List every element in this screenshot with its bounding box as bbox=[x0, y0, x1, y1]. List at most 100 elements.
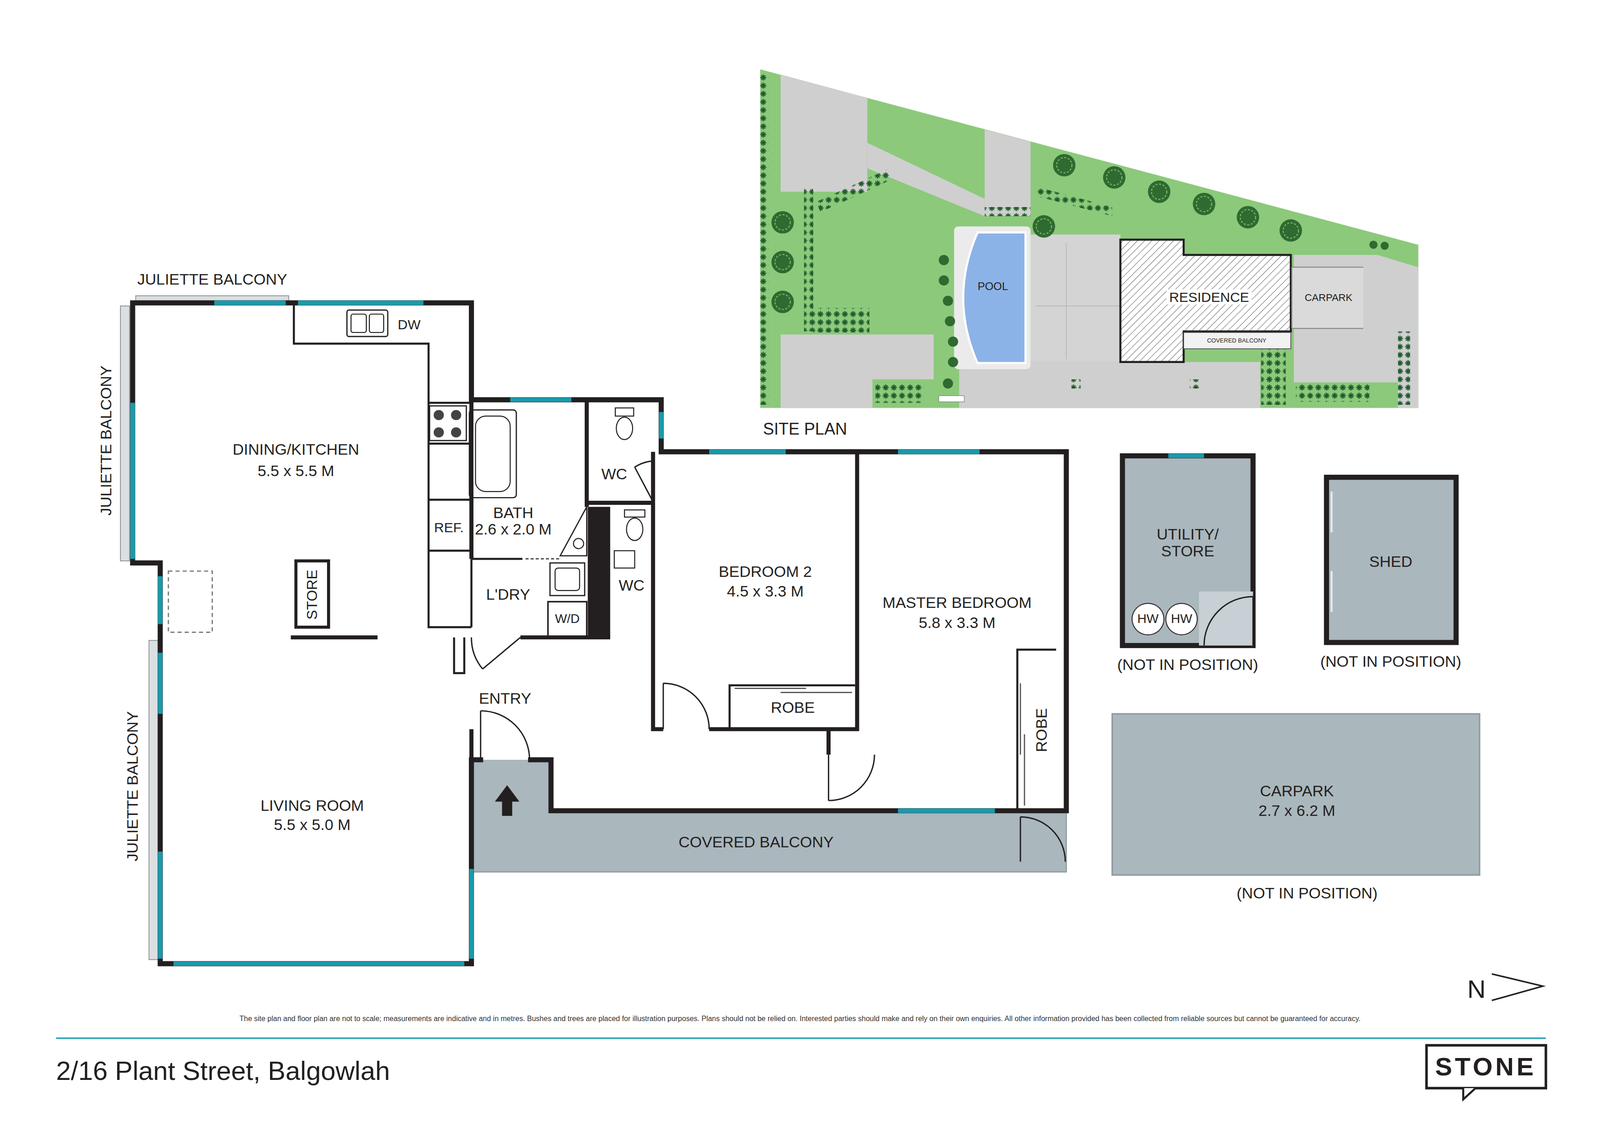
pool: POOL bbox=[956, 232, 1027, 364]
hedge bbox=[984, 207, 1031, 217]
plan-heading: SITE PLAN bbox=[763, 420, 847, 439]
entry-arrow bbox=[494, 785, 520, 816]
room: WC bbox=[610, 502, 654, 638]
window bbox=[132, 302, 1205, 964]
room-label: ROBE bbox=[1033, 708, 1050, 753]
room-label: MASTER BEDROOM bbox=[882, 594, 1032, 612]
shrub bbox=[942, 378, 953, 389]
robe: ROBE bbox=[1017, 649, 1066, 811]
shrub bbox=[947, 357, 958, 368]
carpark-lines bbox=[1291, 267, 1364, 329]
tree bbox=[771, 250, 794, 274]
tree bbox=[1236, 206, 1259, 229]
site-paving bbox=[780, 334, 934, 408]
interior-thin-wall bbox=[293, 302, 1056, 811]
room-label: WC bbox=[601, 465, 628, 483]
position-note: (NOT IN POSITION) bbox=[1236, 884, 1378, 902]
appliance-box: W/D bbox=[547, 601, 587, 638]
hedge bbox=[816, 169, 893, 213]
site-steps bbox=[938, 395, 965, 402]
vanity-basin bbox=[573, 538, 584, 549]
utility-outline bbox=[1122, 456, 1253, 646]
room: BEDROOM 24.5 x 3.3 M ROBE bbox=[653, 451, 858, 730]
room-dimension: 5.5 x 5.5 M bbox=[257, 462, 335, 480]
burner bbox=[451, 410, 462, 421]
room: LIVING ROOM5.5 x 5.0 M bbox=[160, 637, 472, 965]
room-label: COVERED BALCONY bbox=[678, 833, 834, 851]
vanity bbox=[560, 506, 587, 556]
appliance-label: W/D bbox=[555, 612, 580, 627]
kitchen-sink bbox=[347, 310, 388, 337]
room-label: LIVING ROOM bbox=[260, 797, 364, 815]
residence-outline bbox=[1120, 239, 1291, 363]
room-label: ENTRY bbox=[478, 690, 532, 707]
room: L'DRYW/D bbox=[471, 555, 588, 638]
north-arrow bbox=[1491, 974, 1543, 1001]
room-label: DINING/KITCHEN bbox=[232, 441, 360, 458]
shrub bbox=[947, 336, 958, 347]
pool-surround bbox=[954, 226, 1031, 369]
appliance-label: DW bbox=[397, 316, 421, 333]
site-plan: SITE PLANPOOLRESIDENCECARPARKCOVERED BAL… bbox=[760, 69, 1419, 408]
burner bbox=[433, 410, 444, 421]
hedge bbox=[1261, 348, 1286, 406]
hedge bbox=[875, 382, 924, 404]
balcony-label: JULIETTE BALCONY bbox=[137, 270, 288, 288]
outbuilding: UTILITY/ STORE(NOT IN POSITION)HWHW bbox=[1122, 456, 1253, 646]
logo-tail bbox=[1463, 1088, 1476, 1100]
laundry-tub bbox=[550, 562, 585, 596]
balcony-edge bbox=[471, 810, 1067, 873]
hedge bbox=[1189, 379, 1200, 389]
laundry-bowl bbox=[555, 568, 580, 591]
toilet-bowl bbox=[626, 518, 644, 541]
hot-water-unit: HW bbox=[1131, 602, 1165, 636]
burner bbox=[433, 427, 444, 438]
exterior-wall bbox=[132, 302, 1067, 964]
robe: ROBE bbox=[729, 685, 856, 730]
shrub bbox=[1380, 241, 1389, 250]
area-label: CARPARK bbox=[1304, 292, 1353, 304]
tree bbox=[1148, 180, 1171, 203]
site-balcony-outline bbox=[1183, 332, 1291, 349]
hedge bbox=[813, 307, 870, 333]
room-label: UTILITY/ STORE bbox=[1136, 525, 1239, 560]
room-label: STORE bbox=[304, 569, 321, 620]
room-label: BEDROOM 2 bbox=[718, 563, 812, 581]
bathtub-basin bbox=[475, 415, 511, 492]
room: BATH2.6 x 2.0 M bbox=[471, 400, 588, 556]
toilet-cistern bbox=[624, 509, 645, 518]
site-paving bbox=[780, 74, 868, 192]
site-paving bbox=[1030, 234, 1121, 363]
area-label: RESIDENCE bbox=[1166, 289, 1252, 305]
store-column: STORE bbox=[296, 561, 329, 628]
room-dimension: 2.6 x 2.0 M bbox=[474, 520, 552, 538]
unit-label: HW bbox=[1170, 612, 1193, 627]
room-label: CARPARK bbox=[1260, 783, 1335, 800]
room: WC bbox=[586, 400, 661, 504]
site-carpark-bay bbox=[1291, 267, 1364, 329]
plan-group bbox=[56, 69, 1546, 1100]
tree bbox=[771, 290, 794, 313]
shed-outline bbox=[1326, 477, 1456, 643]
juliette-balcony bbox=[120, 306, 130, 562]
shrub bbox=[938, 254, 949, 265]
sink-bowl bbox=[369, 314, 384, 333]
room-label: ROBE bbox=[770, 699, 815, 717]
hedge bbox=[804, 188, 814, 332]
shrub bbox=[942, 295, 953, 306]
area-label: COVERED BALCONY bbox=[1206, 337, 1267, 344]
room-dimension: 5.8 x 3.3 M bbox=[918, 614, 996, 632]
tree bbox=[771, 211, 794, 234]
hedge bbox=[1397, 331, 1411, 406]
covered-balcony: COVERED BALCONY bbox=[471, 810, 1067, 873]
pool-water bbox=[963, 232, 1026, 364]
balcony-label: JULIETTE BALCONY bbox=[124, 711, 141, 862]
paving-lines bbox=[1035, 242, 1121, 359]
room-dimension: 4.5 x 3.3 M bbox=[727, 582, 804, 600]
position-note: (NOT IN POSITION) bbox=[1117, 656, 1259, 674]
hot-water-unit: HW bbox=[1165, 602, 1199, 636]
site-lawn bbox=[760, 69, 1419, 408]
room-label: BATH bbox=[493, 504, 534, 522]
disclaimer-note: The site plan and floor plan are not to … bbox=[239, 1014, 1361, 1024]
